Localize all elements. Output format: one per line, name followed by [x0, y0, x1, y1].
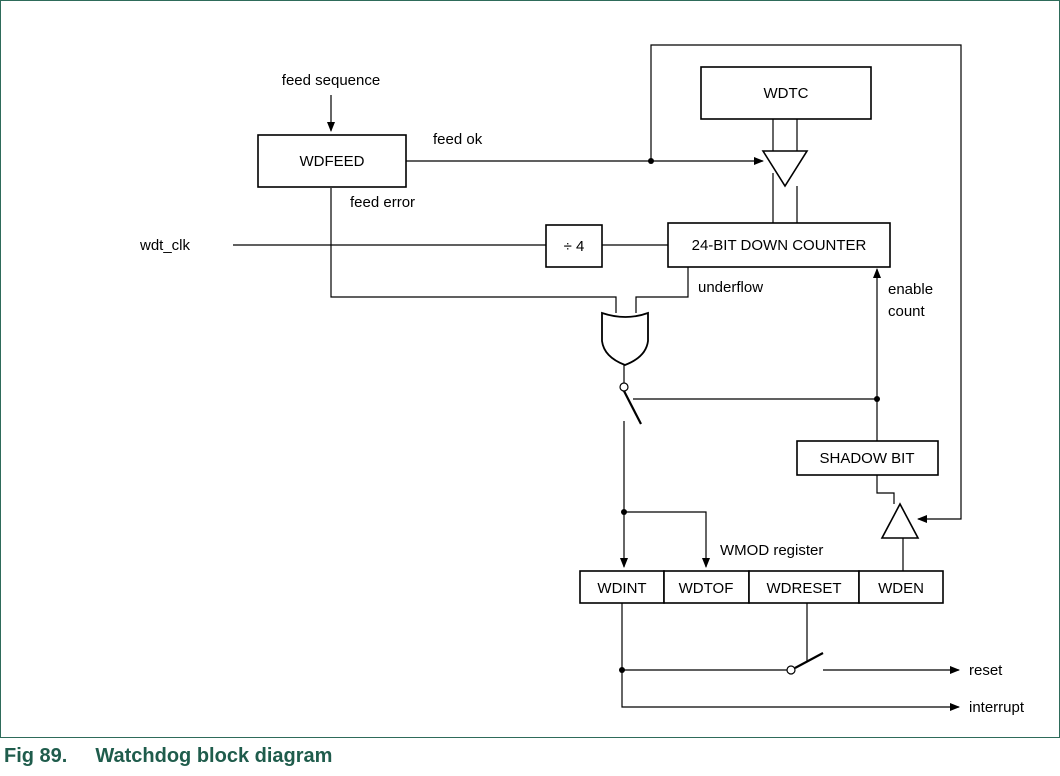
down-counter-label: 24-BIT DOWN COUNTER	[692, 237, 867, 254]
register-field-label: WDINT	[597, 580, 646, 597]
reset-label: reset	[969, 662, 1003, 679]
shadow-bit-label: SHADOW BIT	[819, 450, 914, 467]
figure-caption: Fig 89. Watchdog block diagram	[4, 745, 332, 768]
feed-ok-loop-wire	[650, 44, 962, 523]
feed-error-label: feed error	[350, 194, 415, 211]
reset-switch-pivot	[786, 665, 796, 675]
enable-label: enable	[888, 281, 933, 298]
junction-dot	[874, 396, 880, 402]
wmod-register: WDINT WDTOF WDRESET WDEN	[579, 570, 944, 604]
underflow-wire	[635, 267, 689, 313]
or-gate	[601, 311, 649, 366]
underflow-label: underflow	[698, 279, 763, 296]
feed-sequence-label: feed sequence	[282, 72, 380, 89]
register-field-label: WDRESET	[767, 580, 842, 597]
feed-ok-label: feed ok	[433, 131, 483, 148]
wdfeed-label: WDFEED	[300, 153, 365, 170]
divider-block	[545, 224, 603, 268]
register-field-wdreset	[748, 570, 860, 604]
wdint-output-wire	[621, 603, 960, 711]
interrupt-label: interrupt	[969, 699, 1025, 716]
register-field-label: WDEN	[878, 580, 924, 597]
feed-error-wire	[330, 188, 617, 313]
load-buffer-triangle	[761, 150, 809, 188]
junction-dot	[621, 509, 627, 515]
wdtc-label: WDTC	[764, 85, 809, 102]
divider-label: ÷ 4	[564, 238, 585, 255]
reset-switch-blade	[794, 652, 824, 669]
register-name-label: WMOD register	[720, 542, 823, 559]
enable-switch-blade	[623, 390, 642, 425]
enable-buffer-triangle	[880, 502, 920, 539]
wdt-clk-label: wdt_clk	[139, 237, 191, 254]
count-label: count	[888, 303, 926, 320]
register-field-wden	[858, 570, 944, 604]
shadow-to-buffer-wire	[876, 475, 895, 504]
watchdog-block-diagram: WDFEED WDTC ÷ 4 24-BIT DOWN COUNTER SHAD…	[139, 44, 1025, 716]
switch-pivot	[619, 382, 629, 392]
diagram-frame: WDFEED WDTC ÷ 4 24-BIT DOWN COUNTER SHAD…	[0, 0, 1060, 738]
register-field-label: WDTOF	[679, 580, 734, 597]
shadow-bit-block	[796, 440, 939, 476]
figure-number: Fig 89.	[4, 745, 68, 767]
junction-dot	[619, 667, 625, 673]
wdfeed-block	[257, 134, 407, 188]
down-counter-block	[667, 222, 891, 268]
register-field-wdint	[579, 570, 665, 604]
wdtc-block	[700, 66, 872, 120]
wdtof-wire	[624, 511, 710, 568]
figure-title: Watchdog block diagram	[95, 745, 333, 767]
junction-dot	[648, 158, 654, 164]
